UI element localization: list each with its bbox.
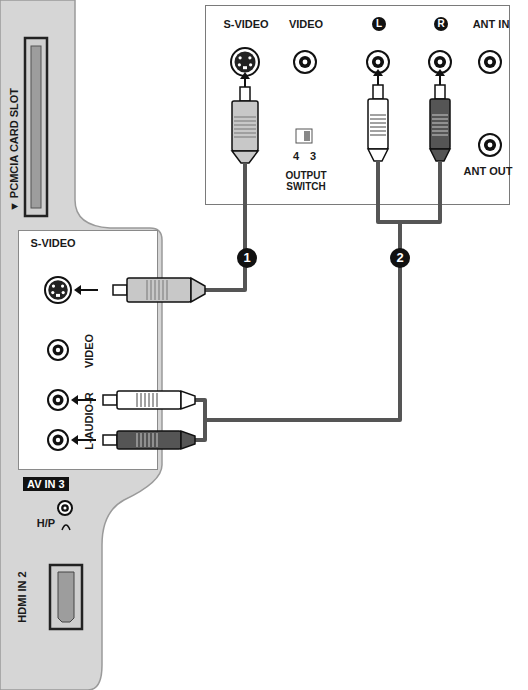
channel-badge: R [434, 17, 448, 31]
switch-position: 3 [310, 150, 316, 162]
av-in-panel: S-VIDEOVIDEOL-AUDIO-RAV IN 3 [18, 230, 158, 470]
jack-label: VIDEO [83, 334, 95, 368]
slot-label: ▼ PCMCIA CARD SLOT [8, 88, 20, 212]
jack-label: ANT IN [473, 18, 510, 30]
switch-label: OUTPUT SWITCH [275, 170, 337, 192]
jack-label: S-VIDEO [30, 237, 75, 249]
jack-label: H/P [37, 517, 55, 529]
cable-connector [158, 205, 400, 420]
callout-number: 1 [237, 248, 257, 268]
switch-position: 4 [293, 150, 299, 162]
port-label: HDMI IN 2 [16, 571, 28, 622]
av-jacks-and-plugs [18, 230, 218, 470]
jack-label: VIDEO [289, 18, 323, 30]
device-back-panel: S-VIDEO VIDEO L R ANT IN 43OUTPUT SWITCH ANT O… [205, 5, 510, 205]
tv-side-panel: S-VIDEO VIDEO L-AUDIO-R AV IN 3 ▼ PCMCIA CAR… [0, 0, 170, 690]
callout-number: 2 [390, 248, 410, 268]
channel-badge: L [372, 17, 386, 31]
jack-label: ANT OUT [464, 165, 513, 177]
jack-label: L-AUDIO-R [83, 392, 95, 449]
input-group-tag: AV IN 3 [23, 477, 69, 491]
jack-label: S-VIDEO [223, 18, 268, 30]
